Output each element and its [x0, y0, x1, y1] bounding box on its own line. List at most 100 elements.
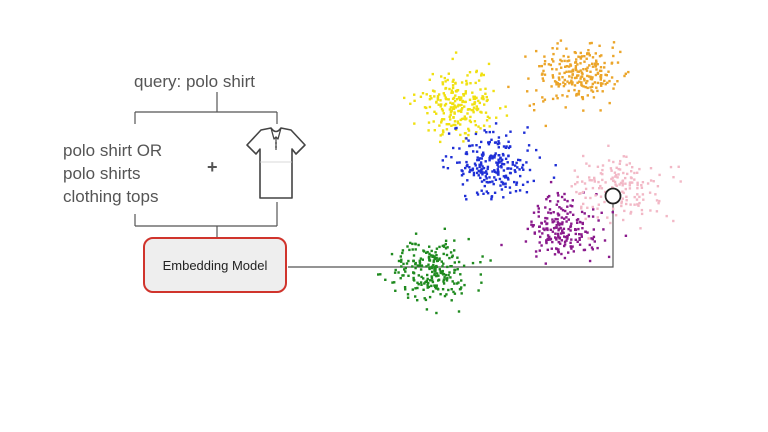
scatter-point	[558, 237, 561, 240]
cluster-green	[377, 227, 492, 315]
scatter-point	[490, 138, 493, 141]
scatter-point	[460, 279, 463, 282]
scatter-point	[465, 83, 468, 86]
scatter-point	[613, 180, 617, 184]
scatter-point	[519, 159, 522, 162]
scatter-point	[445, 293, 448, 296]
scatter-point	[571, 73, 574, 76]
scatter-point	[585, 57, 588, 60]
cluster-yellow	[403, 51, 509, 144]
scatter-point	[439, 99, 442, 102]
scatter-point	[543, 220, 547, 223]
scatter-point	[448, 87, 451, 91]
scatter-point	[538, 230, 541, 233]
scatter-point	[526, 227, 529, 231]
scatter-point	[436, 98, 440, 101]
scatter-point	[468, 98, 472, 101]
scatter-point	[565, 47, 568, 50]
scatter-point	[455, 90, 458, 93]
scatter-point	[441, 272, 444, 275]
scatter-point	[430, 266, 434, 270]
scatter-point	[538, 65, 541, 68]
scatter-point	[414, 248, 417, 251]
scatter-point	[594, 64, 598, 67]
scatter-point	[565, 239, 568, 242]
scatter-point	[450, 91, 453, 94]
scatter-point	[574, 238, 577, 241]
scatter-point	[655, 210, 659, 213]
scatter-point	[422, 277, 425, 280]
scatter-point	[428, 295, 432, 299]
scatter-point	[556, 97, 559, 100]
scatter-point	[425, 265, 428, 268]
scatter-point	[508, 145, 512, 148]
scatter-point	[482, 192, 485, 195]
scatter-point	[594, 73, 598, 77]
scatter-point	[417, 243, 420, 247]
scatter-point	[580, 55, 584, 58]
scatter-point	[582, 154, 585, 158]
scatter-point	[636, 171, 639, 174]
scatter-point	[426, 112, 429, 115]
scatter-point	[404, 288, 407, 291]
scatter-point	[569, 241, 572, 244]
scatter-point	[494, 178, 498, 181]
scatter-point	[486, 167, 489, 171]
scatter-point	[575, 218, 579, 222]
scatter-point	[422, 288, 425, 291]
scatter-point	[412, 276, 415, 280]
scatter-point	[552, 176, 556, 179]
scatter-point	[607, 70, 610, 73]
scatter-point	[449, 276, 452, 279]
scatter-point	[586, 74, 589, 78]
scatter-point	[628, 162, 631, 165]
scatter-point	[573, 88, 576, 92]
scatter-point	[479, 127, 482, 130]
scatter-point	[384, 278, 387, 281]
scatter-point	[504, 182, 507, 185]
scatter-point	[564, 209, 567, 213]
scatter-point	[497, 154, 500, 157]
scatter-point	[557, 85, 560, 88]
scatter-point	[460, 169, 463, 172]
scatter-point	[513, 180, 516, 184]
scatter-point	[472, 106, 476, 109]
scatter-point	[555, 94, 558, 97]
scatter-point	[453, 104, 456, 107]
scatter-point	[542, 227, 545, 230]
scatter-point	[603, 200, 606, 204]
scatter-point	[501, 181, 505, 184]
scatter-point	[435, 254, 438, 257]
scatter-point	[547, 236, 550, 239]
scatter-point	[489, 259, 492, 262]
scatter-point	[564, 106, 567, 109]
scatter-point	[442, 282, 446, 285]
scatter-point	[555, 68, 558, 71]
scatter-point	[432, 263, 435, 267]
scatter-point	[452, 102, 455, 105]
scatter-point	[552, 52, 555, 56]
scatter-point	[560, 216, 563, 219]
scatter-point	[542, 100, 545, 103]
scatter-point	[491, 157, 494, 160]
scatter-point	[441, 81, 444, 84]
scatter-point	[417, 274, 420, 277]
scatter-point	[407, 259, 410, 263]
scatter-point	[439, 271, 442, 275]
scatter-point	[633, 178, 636, 181]
scatter-point	[483, 103, 486, 106]
scatter-point	[446, 277, 449, 280]
scatter-point	[448, 115, 451, 118]
scatter-point	[442, 92, 445, 95]
scatter-point	[567, 89, 570, 93]
scatter-point	[494, 152, 497, 155]
scatter-point	[557, 240, 560, 244]
scatter-point	[571, 81, 574, 84]
scatter-point	[416, 281, 419, 284]
scatter-point	[471, 144, 474, 147]
scatter-point	[521, 166, 524, 169]
scatter-point	[570, 185, 573, 188]
scatter-point	[532, 224, 535, 227]
scatter-point	[504, 146, 507, 149]
